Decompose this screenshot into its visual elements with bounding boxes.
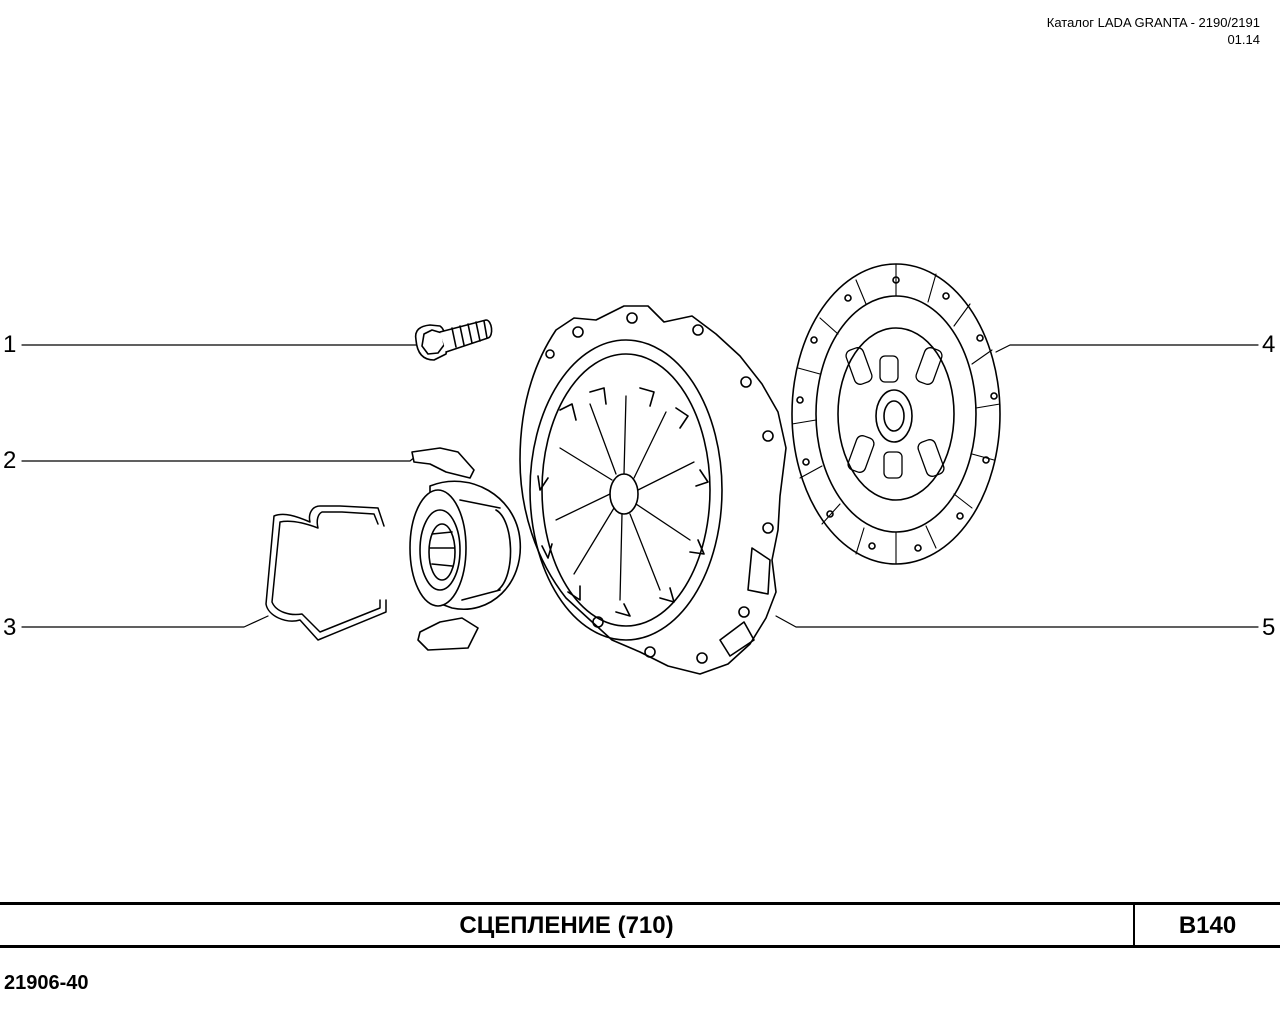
clip-inner [271, 511, 381, 633]
sheet-code: B140 [1178, 912, 1237, 939]
callout-number-4: 4 [1262, 331, 1276, 358]
part-2-release-bearing [409, 447, 522, 651]
diaphragm-slots [537, 387, 709, 617]
title-divider [1133, 905, 1135, 945]
disc-splined-hub [875, 389, 913, 443]
bolt-shank [439, 319, 493, 353]
title-block: СЦЕПЛЕНИЕ (710) B140 [0, 902, 1280, 948]
cover-straps [719, 547, 771, 657]
assembly-title: СЦЕПЛЕНИЕ (710) [459, 912, 674, 939]
part-5-pressure-plate [519, 305, 787, 675]
disc-rivets [796, 276, 998, 552]
disc-damper-springs [845, 347, 945, 479]
drawing-number: 21906-40 [4, 972, 89, 994]
callout-number-1: 1 [3, 331, 17, 358]
leader-line-3 [21, 615, 269, 628]
leader-line-5 [775, 615, 1259, 628]
disc-hub-plate [837, 327, 955, 501]
bolt-head [421, 329, 445, 355]
bearing-upper-tab [411, 447, 475, 479]
callout-number-2: 2 [3, 447, 17, 474]
callout-number-3: 3 [3, 614, 17, 641]
bearing-lower-tab [417, 617, 479, 651]
disc-spline-bore [883, 400, 905, 432]
part-3-spring-clip [265, 505, 387, 641]
disc-lining-segments [791, 263, 1001, 565]
cover-rim [529, 339, 723, 641]
catalog-header: Каталог LADA GRANTA - 2190/2191 01.14 [1047, 14, 1260, 48]
bearing-sleeve [459, 499, 512, 601]
disc-outer-edge [791, 263, 1001, 565]
catalog-date: 01.14 [1227, 32, 1260, 47]
leader-line-2 [21, 455, 417, 462]
part-4-clutch-disc [791, 263, 1001, 565]
catalog-title: Каталог LADA GRANTA - 2190/2191 [1046, 15, 1260, 30]
bearing-bore-grooves [429, 531, 455, 567]
leader-line-4 [995, 344, 1259, 353]
bearing-inner-ring [419, 509, 461, 591]
cover-mounting-holes [545, 312, 774, 664]
bolt-thread [451, 320, 488, 348]
bearing-bore [428, 523, 456, 581]
diaphragm-fingers [555, 395, 695, 601]
cover-inner-rim [541, 353, 711, 627]
part-1-bolt [414, 319, 493, 361]
cover-outline [519, 305, 787, 675]
clip-outer [265, 505, 387, 641]
callout-number-5: 5 [1262, 614, 1276, 641]
